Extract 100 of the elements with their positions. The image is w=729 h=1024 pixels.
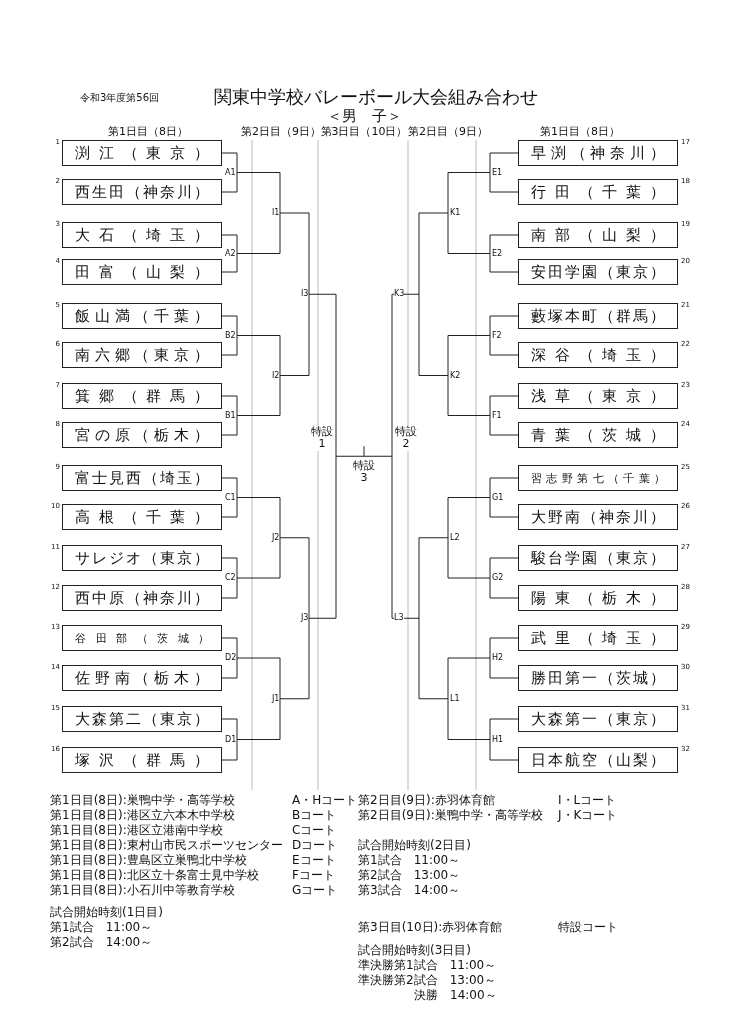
match-code: G2 — [492, 574, 504, 582]
team-box — [62, 665, 222, 691]
match-code: F1 — [492, 411, 502, 420]
team-box — [518, 342, 678, 368]
time-note: 試合開始時刻(2日目) — [358, 839, 471, 851]
team-box — [62, 545, 222, 571]
match-code: C1 — [225, 493, 236, 502]
team-box — [518, 179, 678, 205]
court-note: A・Hコート — [292, 794, 358, 806]
team-name: 大野南（神奈川） — [531, 507, 665, 527]
column-header: 第3日目（10日） — [320, 125, 408, 137]
venue-note: 第1日目(8日):港区立六本木中学校 — [50, 809, 235, 821]
team-name: 大森第一（東京） — [531, 709, 665, 729]
time-note: 第2試合 13:00～ — [358, 869, 461, 881]
time-note: 第3試合 14:00～ — [358, 884, 461, 896]
edition-note: 令和3年度第56回 — [80, 93, 160, 103]
match-code: B1 — [225, 411, 236, 420]
match-code: J3 — [301, 614, 309, 622]
venue-note: 第1日目(8日):港区立港南中学校 — [50, 824, 223, 836]
match-code: B2 — [225, 331, 236, 340]
venue-note: 第1日目(8日):東村山市民スポーツセンター — [50, 839, 283, 851]
team-box — [518, 706, 678, 732]
team-name: 田富（山梨） — [75, 262, 209, 282]
team-box — [62, 140, 222, 166]
time-note: 試合開始時刻(1日目) — [50, 906, 163, 918]
team-name: 日本航空（山梨） — [531, 750, 665, 770]
match-code: H2 — [492, 654, 504, 662]
court-note: Gコート — [292, 884, 338, 896]
match-code: F2 — [492, 331, 502, 340]
team-box — [518, 665, 678, 691]
match-code: G1 — [492, 493, 504, 502]
venue-note: 第1日目(8日):北区立十条富士見中学校 — [50, 869, 259, 881]
team-box — [518, 140, 678, 166]
column-header: 第1日目（8日） — [108, 125, 188, 137]
team-box — [518, 465, 678, 491]
team-box — [62, 585, 222, 611]
venue-note: 第1日目(8日):豊島区立巣鴨北中学校 — [50, 854, 247, 866]
venue-note: 第1日目(8日):巣鴨中学・高等学校 — [50, 794, 235, 806]
match-code: A2 — [225, 249, 236, 258]
team-name: 高根（千葉） — [75, 507, 209, 527]
team-name: 箕郷（群馬） — [75, 386, 209, 406]
team-name: 習志野第七（千葉） — [531, 470, 665, 486]
team-box — [62, 303, 222, 329]
team-box — [62, 383, 222, 409]
team-name: 早渕（神奈川） — [531, 143, 665, 163]
team-name: 青葉（茨城） — [531, 425, 665, 445]
team-box — [62, 222, 222, 248]
court-note: I・Lコート — [558, 794, 617, 806]
court-note: J・Kコート — [558, 809, 618, 821]
team-name: 安田学園（東京） — [531, 262, 665, 282]
time-note: 第2試合 14:00～ — [50, 936, 153, 948]
team-box — [518, 303, 678, 329]
team-name: 宮の原（栃木） — [75, 425, 209, 445]
team-name: 武里（埼玉） — [531, 628, 665, 648]
team-box — [518, 504, 678, 530]
match-code: I2 — [272, 371, 280, 380]
match-code: K3 — [394, 290, 405, 298]
match-code: J1 — [272, 694, 280, 703]
team-name: 西生田（神奈川） — [75, 182, 209, 202]
team-name: 佐野南（栃木） — [75, 668, 209, 688]
team-name: 陽東（栃木） — [531, 588, 665, 608]
team-name: 渕江（東京） — [75, 143, 209, 163]
time-note: 試合開始時刻(3日目) — [358, 944, 471, 956]
match-code: C2 — [225, 574, 236, 582]
match-code: L1 — [450, 694, 460, 703]
match-code: K2 — [450, 371, 461, 380]
match-code: L2 — [450, 533, 460, 542]
match-code: D1 — [225, 735, 237, 744]
team-box — [62, 706, 222, 732]
time-note: 決勝 14:00～ — [414, 989, 497, 1001]
team-name: サレジオ（東京） — [75, 548, 209, 568]
team-name: 勝田第一（茨城） — [531, 668, 665, 688]
team-name: 塚沢（群馬） — [75, 750, 209, 770]
team-box — [62, 625, 222, 651]
match-code: I1 — [272, 209, 280, 217]
match-code: I3 — [301, 290, 309, 298]
time-note: 準決勝第1試合 11:00～ — [358, 959, 497, 971]
team-box — [62, 504, 222, 530]
team-name: 駿台学園（東京） — [531, 548, 665, 568]
match-code: D2 — [225, 654, 237, 662]
column-header: 第2日目（9日） — [408, 125, 488, 137]
match-code: K1 — [450, 209, 461, 217]
column-header: 第2日目（9日） — [241, 125, 321, 137]
team-box — [62, 465, 222, 491]
match-code: 特設2 — [394, 425, 418, 451]
team-box — [518, 625, 678, 651]
team-name: 大森第二（東京） — [75, 709, 209, 729]
court-note: Bコート — [292, 809, 337, 821]
venue-note: 第1日目(8日):小石川中等教育学校 — [50, 884, 235, 896]
team-name: 深谷（埼玉） — [531, 345, 665, 365]
match-code: H1 — [492, 735, 504, 744]
team-name: 富士見西（埼玉） — [75, 468, 209, 488]
court-note: Cコート — [292, 824, 337, 836]
court-note: 特設コート — [558, 921, 618, 933]
team-box — [62, 259, 222, 285]
team-box — [518, 545, 678, 571]
team-box — [62, 342, 222, 368]
time-note: 第1試合 11:00～ — [50, 921, 153, 933]
court-note: Fコート — [292, 869, 335, 881]
team-name: 行田（千葉） — [531, 182, 665, 202]
